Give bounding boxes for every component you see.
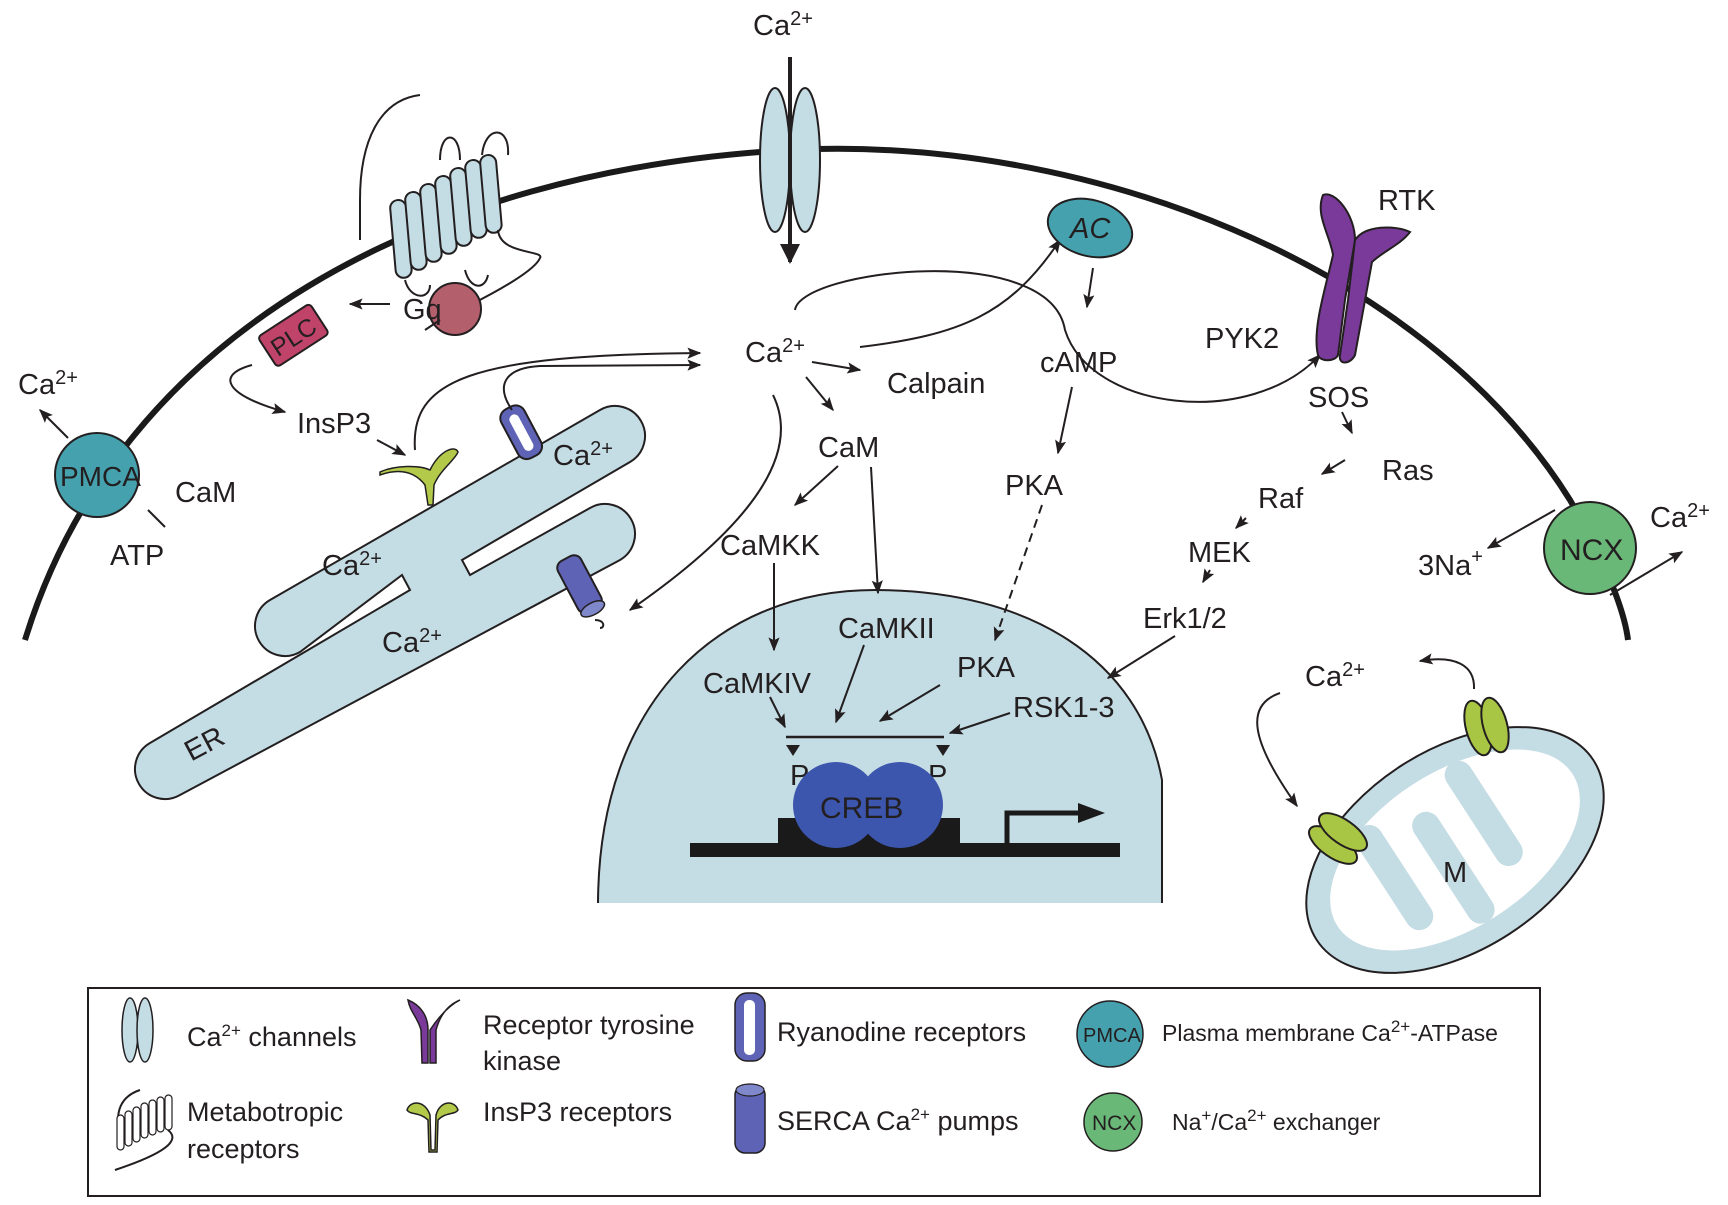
legend-ryanodine-icon (734, 992, 766, 1062)
ca-mito-label: Ca2+ (1305, 659, 1365, 693)
ca-er-ryr-label: Ca2+ (553, 438, 613, 472)
pmca-label: PMCA (60, 461, 141, 492)
plasma-membrane (22, 145, 1631, 641)
legend-serca-icon (734, 1083, 766, 1154)
rtk-icon (1315, 193, 1412, 364)
cam-label: CaM (818, 432, 879, 464)
ca-er-lower-label: Ca2+ (382, 625, 442, 659)
adenylyl-cyclase (1046, 197, 1134, 259)
ca-left-out-label: Ca2+ (18, 367, 78, 401)
svg-text:NCX: NCX (1092, 1112, 1136, 1135)
legend-serca-label: SERCA Ca2+ pumps (777, 1105, 1019, 1136)
serca-pump-icon (556, 554, 606, 618)
legend-ryanodine-label: Ryanodine receptors (777, 1017, 1026, 1047)
raf-label: Raf (1258, 483, 1304, 515)
erk-label: Erk1/2 (1143, 603, 1227, 635)
pka-cyto-label: PKA (1005, 470, 1064, 502)
ca-er-upper-label: Ca2+ (322, 548, 382, 582)
mek-label: MEK (1188, 537, 1252, 569)
legend-metabotropic-label-1: Metabotropic (187, 1097, 343, 1127)
ac-label: AC (1068, 213, 1111, 245)
sos-label: SOS (1308, 382, 1369, 414)
legend-ncx-label: Na+/Ca2+ exchanger (1172, 1106, 1381, 1135)
legend-rtk-label-2: kinase (483, 1046, 561, 1076)
camkk-label: CaMKK (720, 530, 821, 562)
ca-cytosol-label: Ca2+ (745, 335, 805, 369)
legend-rtk-icon (407, 998, 461, 1064)
legend-insp3r-label: InsP3 receptors (483, 1097, 672, 1127)
atp-label: ATP (110, 540, 164, 572)
ncx-label: NCX (1560, 534, 1623, 567)
ca-extracellular-label: Ca2+ (753, 8, 813, 42)
ca-channel-icon (759, 87, 821, 233)
gq-label: Gq (403, 294, 442, 326)
gq-protein (428, 282, 482, 336)
metabotropic-receptor-icon (359, 94, 542, 306)
mito-channel-top-icon (1463, 696, 1510, 757)
creb-label: CREB (820, 792, 903, 825)
legend-ncx-icon: NCX (1083, 1092, 1143, 1152)
insp3-label: InsP3 (297, 408, 371, 440)
camkii-label: CaMKII (838, 613, 935, 645)
legend-metabotropic-icon (114, 1089, 174, 1171)
pka-nuc-label: PKA (957, 652, 1016, 684)
pyk2-label: PYK2 (1205, 323, 1279, 355)
mitochondrion (1305, 726, 1605, 974)
legend-ca-channels-label: Ca2+ channels (187, 1021, 357, 1052)
legend-insp3r-icon (406, 1102, 459, 1153)
legend-pmca-label: Plasma membrane Ca2+-ATPase (1162, 1017, 1498, 1046)
legend-rtk-label-1: Receptor tyrosine (483, 1010, 695, 1040)
legend-metabotropic-label-2: receptors (187, 1134, 300, 1164)
cam-pmca-label: CaM (175, 477, 236, 509)
legend-pmca-icon: PMCA (1076, 1000, 1144, 1068)
ryanodine-receptor-icon (499, 404, 544, 461)
legend: Ca2+ channels Receptor tyrosine kinase R… (87, 987, 1541, 1197)
ncx-exchanger (1543, 501, 1637, 595)
calpain-label: Calpain (887, 368, 985, 400)
camp-label: cAMP (1040, 347, 1117, 379)
rtk-label: RTK (1378, 185, 1436, 217)
pmca-pump (54, 432, 140, 518)
svg-text:PMCA: PMCA (1083, 1025, 1141, 1047)
na-label: 3Na+ (1418, 546, 1483, 582)
ca-ncx-out-label: Ca2+ (1650, 500, 1710, 534)
endoplasmic-reticulum (133, 405, 647, 800)
rsk-label: RSK1-3 (1013, 692, 1115, 724)
mito-label: M (1443, 857, 1467, 889)
creb-dimer (793, 762, 943, 848)
camkiv-label: CaMKIV (703, 668, 812, 700)
insp3-receptor-icon (379, 448, 459, 506)
legend-ca-channels-icon (121, 997, 154, 1063)
mito-channel-left-icon (1308, 812, 1368, 865)
ras-label: Ras (1382, 455, 1434, 487)
